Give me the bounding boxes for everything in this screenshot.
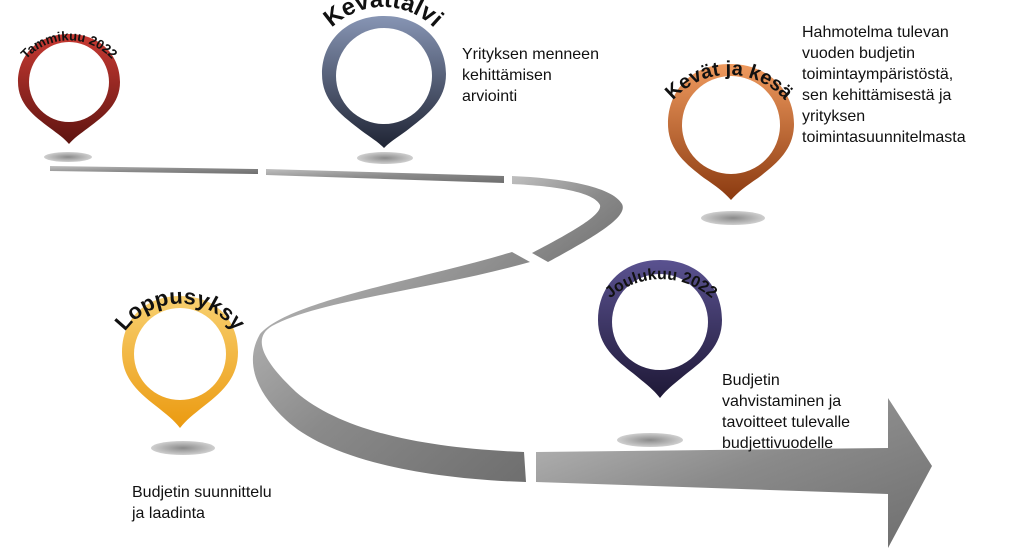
pin-shadow-3	[701, 211, 765, 225]
description-line: Budjetin	[722, 372, 780, 389]
description-loppusyksy: Budjetin suunnittelu ja laadinta	[132, 482, 272, 524]
road-segment-3	[512, 176, 623, 262]
description-line: Budjetin suunnittelu	[132, 484, 272, 501]
pin-shadow-1	[44, 152, 92, 162]
road-segment-1	[50, 166, 258, 174]
description-line: vuoden budjetin	[802, 45, 915, 62]
description-joulukuu: Budjetin vahvistaminen ja tavoitteet tul…	[722, 370, 850, 454]
description-line: vahvistaminen ja	[722, 393, 842, 410]
road	[50, 166, 932, 548]
pin-shadow-4	[151, 441, 215, 455]
description-line: ja laadinta	[132, 505, 205, 522]
pin-shadow-5	[617, 433, 683, 447]
pin-kevattalvi: Kevättalvi	[319, 0, 448, 148]
pin-loppusyksy: Loppusyksy	[110, 283, 251, 428]
pin-joulukuu-2022: Joulukuu 2022	[598, 260, 722, 398]
pin-shadow-2	[357, 152, 413, 164]
description-line: budjettivuodelle	[722, 435, 834, 452]
description-line: arviointi	[462, 88, 518, 105]
road-segment-2	[266, 169, 504, 183]
description-line: Hahmotelma tulevan	[802, 24, 949, 41]
description-kevattalvi: Yrityksen menneen kehittämisen arviointi	[462, 44, 599, 107]
description-line: toimintasuunnitelmasta	[802, 129, 966, 146]
road-segment-4	[252, 252, 530, 482]
road-arrow	[536, 398, 932, 548]
description-line: tavoitteet tulevalle	[722, 414, 851, 431]
description-line: sen kehittämisestä ja	[802, 87, 952, 104]
pin-tammikuu-2022: Tammikuu 2022	[18, 28, 120, 144]
description-line: toimintaympäristöstä,	[802, 66, 954, 83]
description-kevat-ja-kesa: Hahmotelma tulevan vuoden budjetin toimi…	[802, 22, 966, 148]
description-line: kehittämisen	[462, 67, 552, 84]
pin-kevat-ja-kesa: Kevät ja kesä	[661, 58, 798, 200]
description-line: yrityksen	[802, 108, 866, 125]
description-line: Yrityksen menneen	[462, 46, 599, 63]
